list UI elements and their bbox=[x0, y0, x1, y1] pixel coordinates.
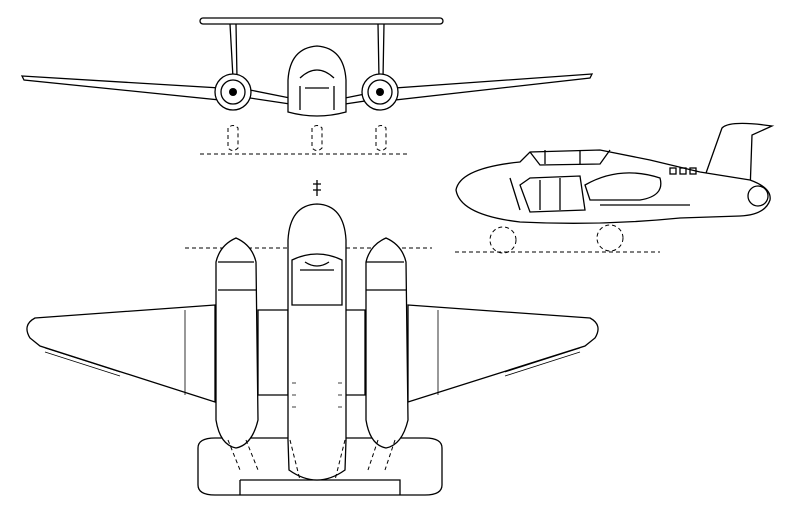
top-right-boom bbox=[365, 237, 409, 449]
side-rear-wheel bbox=[596, 224, 624, 252]
front-landing-gear bbox=[227, 125, 387, 151]
side-view bbox=[455, 122, 775, 254]
front-left-wing bbox=[20, 75, 221, 101]
side-main-wheel bbox=[489, 226, 517, 254]
side-canopy bbox=[529, 149, 611, 166]
side-wing-root bbox=[584, 172, 662, 201]
front-right-wing bbox=[394, 73, 594, 101]
side-fuselage bbox=[455, 149, 771, 224]
front-fuselage bbox=[287, 45, 347, 117]
top-left-boom bbox=[215, 237, 259, 449]
front-tailplane bbox=[199, 17, 444, 25]
top-antenna bbox=[313, 180, 321, 196]
top-fuselage bbox=[287, 203, 347, 481]
front-view bbox=[20, 17, 594, 155]
front-tail-fins bbox=[229, 23, 385, 79]
top-right-wing bbox=[407, 304, 599, 403]
top-left-wing bbox=[26, 304, 216, 403]
top-view bbox=[26, 180, 599, 496]
